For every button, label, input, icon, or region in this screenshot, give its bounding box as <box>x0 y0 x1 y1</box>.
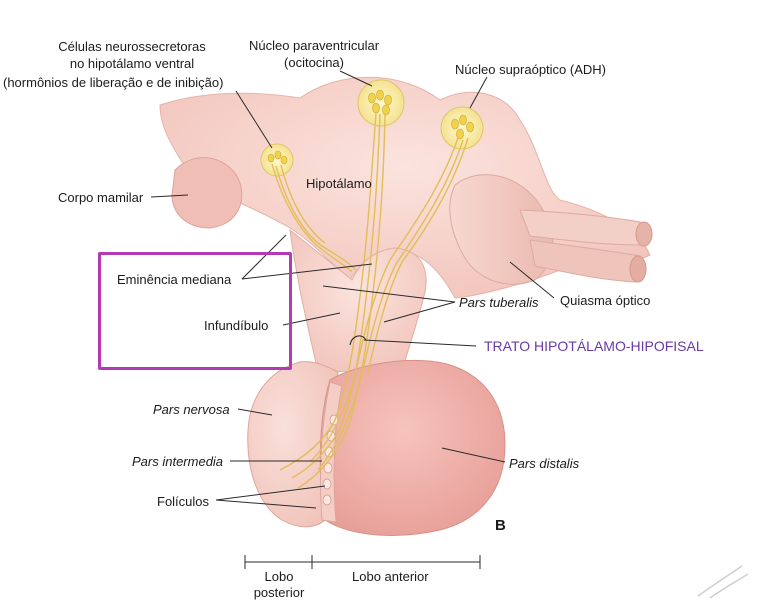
label-infundibulum: Infundíbulo <box>204 318 269 333</box>
paraventricular-nucleus <box>357 79 405 127</box>
label-tract: TRATO HIPOTÁLAMO-HIPOFISAL <box>484 338 704 354</box>
anterior-lobe-shape <box>319 359 506 536</box>
leader-lines <box>150 70 555 569</box>
label-neurosecretory-cells-line2: no hipotálamo ventral <box>69 56 195 71</box>
label-pars-tuberalis: Pars tuberalis <box>459 295 539 310</box>
infundibular-stalk <box>289 228 427 373</box>
label-pars-intermedia: Pars intermedia <box>132 454 224 469</box>
label-paraventricular-line2: (ocitocina) <box>284 55 344 70</box>
label-supraoptic: Núcleo supraóptico (ADH) <box>455 62 607 77</box>
label-neurosecretory-cells-line3: (hormônios de liberação e de inibição) <box>3 75 224 90</box>
label-posterior-lobe-line2: posterior <box>253 585 305 600</box>
label-optic-chiasm: Quiasma óptico <box>560 293 651 308</box>
neurosecretory-nucleus <box>260 143 294 177</box>
highlight-box <box>98 252 292 370</box>
mammillary-body-shape <box>171 157 243 229</box>
label-hypothalamus: Hipotálamo <box>306 176 372 191</box>
nerve-fibers <box>271 111 469 489</box>
label-pars-nervosa: Pars nervosa <box>153 402 230 417</box>
label-paraventricular: Núcleo paraventricular <box>248 38 380 53</box>
optic-chiasm-shape <box>449 174 554 285</box>
label-neurosecretory-cells: Células neurossecretoras <box>58 39 206 54</box>
label-anterior-lobe: Lobo anterior <box>352 569 429 584</box>
watermark-mark <box>697 565 749 599</box>
label-mammillary-body: Corpo mamilar <box>58 190 144 205</box>
posterior-lobe-shape <box>247 361 339 528</box>
label-median-eminence: Eminência mediana <box>117 272 232 287</box>
supraoptic-nucleus <box>440 106 484 150</box>
panel-letter: B <box>495 517 506 534</box>
label-posterior-lobe: Lobo <box>264 569 294 584</box>
label-pars-distalis: Pars distalis <box>509 456 580 471</box>
label-follicles: Folículos <box>157 494 210 509</box>
